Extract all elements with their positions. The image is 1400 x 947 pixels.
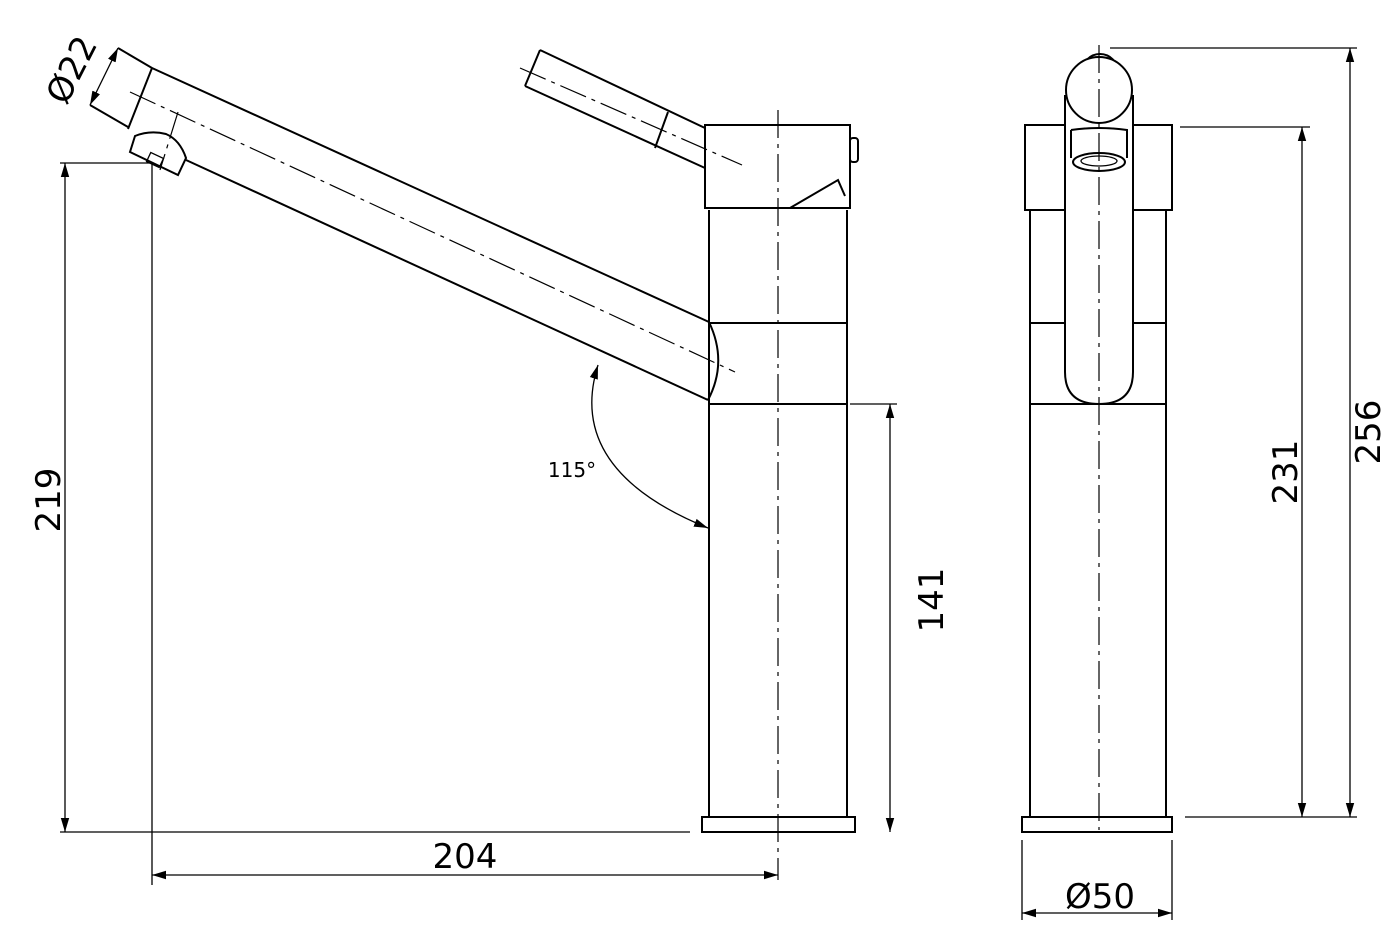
dimension-204: 204	[151, 163, 778, 885]
dimension-141: 141	[850, 403, 952, 832]
dimension-256-label: 256	[1349, 400, 1389, 465]
angle-115: 115°	[548, 364, 709, 529]
handle-lever-side	[519, 49, 743, 169]
dimension-d50-label: Ø50	[1065, 877, 1135, 917]
dimension-219-label: 219	[29, 468, 69, 533]
side-view: 219 204 141 115° Ø22	[29, 30, 952, 885]
angle-115-label: 115°	[548, 458, 596, 482]
dimension-d22-label: Ø22	[38, 30, 105, 111]
dimension-231: 231	[1180, 126, 1310, 817]
spout-side	[89, 47, 736, 401]
dimension-204-label: 204	[433, 837, 498, 877]
front-view: 256 231 Ø50	[1021, 45, 1389, 920]
dimension-d22: Ø22	[38, 30, 119, 111]
dimension-231-label: 231	[1266, 440, 1306, 505]
tap-body-side	[701, 124, 859, 833]
dimension-256: 256	[1110, 47, 1389, 818]
dimension-219: 219	[29, 162, 690, 833]
dimension-d50: Ø50	[1021, 840, 1173, 920]
dimension-141-label: 141	[912, 568, 952, 633]
